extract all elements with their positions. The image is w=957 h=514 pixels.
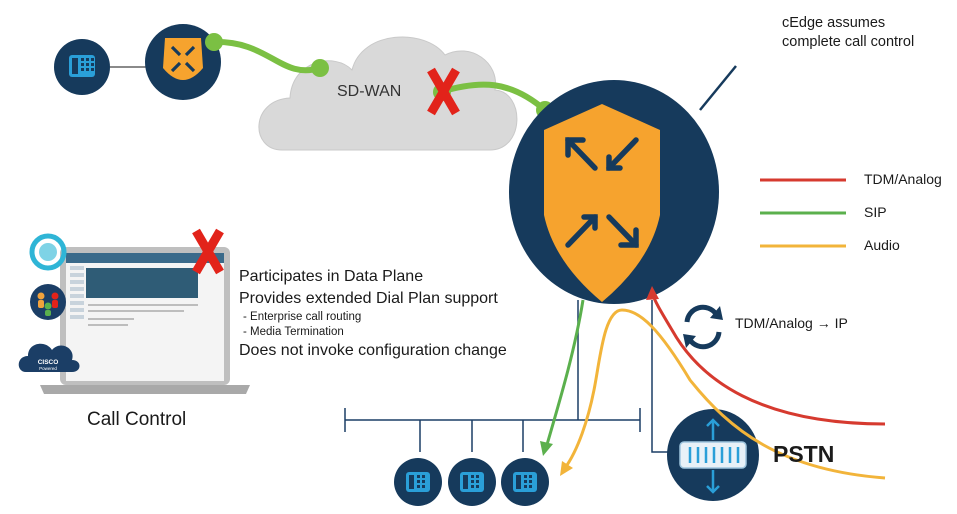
cisco-powered-badge-icon: CISCO Powered [18,343,80,372]
cedge-note-line1: cEdge assumes [782,15,886,31]
audio-path [563,308,886,480]
note-leader-line [699,65,737,111]
cedge-note: cEdge assumes complete call control [782,14,914,52]
capabilities-list: Participates in Data Plane Provides exte… [239,266,507,362]
cisco-badge-line1: CISCO [38,359,59,366]
pstn-label: PSTN [773,441,835,467]
capability-subline: - Enterprise call routing [243,311,362,323]
capability-subline: - Media Termination [243,326,344,338]
legend-tdm-label: TDM/Analog [864,171,942,189]
desk-phone-icon [448,458,496,506]
conversion-cycle-icon [684,304,722,350]
tdm-path [650,291,886,426]
webex-app-icon [29,233,67,271]
desk-phone-icon [54,39,110,95]
sip-endpoint-dot [311,59,329,77]
cycle-arrowhead [683,334,696,348]
tdm-arrowhead [646,286,659,300]
legend-audio-label: Audio [864,237,900,255]
legend-audio-text: Audio [864,237,900,253]
desk-phone-icon [501,458,549,506]
call-control-label: Call Control [87,409,187,430]
cycle-arrowhead [710,306,723,320]
legend-sip-label: SIP [864,204,887,222]
capability-line: Provides extended Dial Plan support [239,290,498,307]
sip-arrowhead [540,441,553,456]
call-control-failure-x-icon [192,228,224,275]
conversion-label: TDM/Analog → IP [735,315,848,331]
cedge-router-icon [509,80,719,304]
audio-arrowhead [560,461,573,476]
link-failure-x-icon [427,67,460,116]
legend-tdm-text: TDM/Analog [864,171,942,187]
remote-router-icon [145,24,221,100]
sip-endpoint-dot [205,33,223,51]
legend-sip-text: SIP [864,204,887,220]
sdwan-label: SD-WAN [337,83,402,100]
capability-line: Participates in Data Plane [239,268,424,285]
sip-link-path [439,81,547,113]
cisco-badge-line2: Powered [39,366,57,371]
cedge-note-line2: complete call control [782,34,915,50]
sip-link-path [211,38,321,74]
pstn-gateway-icon [667,409,759,501]
collaboration-people-icon [30,284,66,320]
laptop-icon [40,247,250,394]
capability-line: Does not invoke configuration change [239,342,507,359]
sip-path [544,299,585,449]
desk-phone-icon [394,458,442,506]
